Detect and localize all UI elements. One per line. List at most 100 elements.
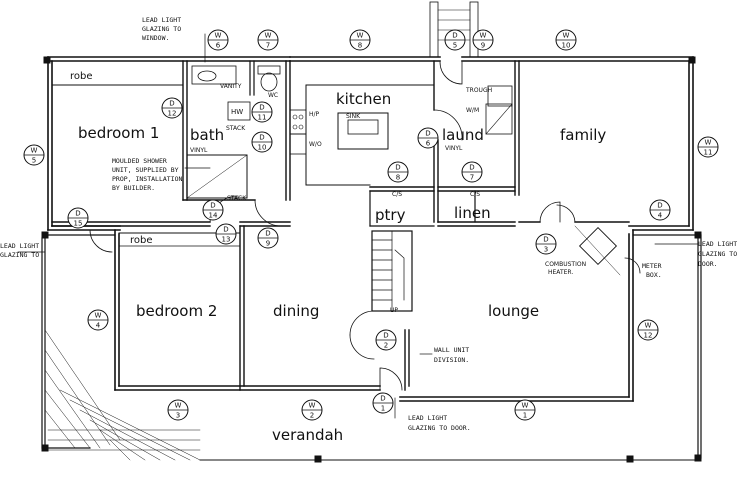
svg-text:WINDOW.: WINDOW.: [142, 34, 169, 42]
svg-text:WALL UNIT: WALL UNIT: [434, 346, 469, 354]
window-tag-w7: W7: [257, 29, 279, 51]
window-tag-number: 8: [358, 42, 362, 50]
door-tag-d15: D 15: [67, 207, 89, 229]
fixture-stack-2: STACK: [227, 195, 247, 202]
svg-text:UNIT, SUPPLIED BY: UNIT, SUPPLIED BY: [112, 166, 179, 174]
window-tag-letter: W: [215, 32, 222, 40]
window-tag-w6: W6: [207, 29, 229, 51]
svg-text:COMBUSTION: COMBUSTION: [545, 261, 586, 268]
door-tag-number: 13: [222, 236, 231, 244]
svg-text:GLAZING TO: GLAZING TO: [698, 250, 737, 258]
room-label-dining: dining: [273, 302, 319, 320]
note-lead-right: LEAD LIGHT GLAZING TO DOOR.: [698, 240, 737, 268]
window-tag-letter: W: [357, 32, 364, 40]
door-tag-number: 7: [470, 174, 474, 182]
note-lead-bottom: LEAD LIGHT GLAZING TO DOOR.: [408, 414, 471, 432]
note-lead-window: LEAD LIGHT GLAZING TO WINDOW.: [142, 16, 181, 42]
window-tag-w4: W4: [87, 309, 109, 331]
door-tag-letter: D: [395, 164, 400, 172]
window-tag-letter: W: [95, 312, 102, 320]
door-tag-letter: D: [452, 32, 457, 40]
door-tag-number: 1: [381, 405, 385, 413]
door-tag-d14: D 14: [202, 199, 224, 221]
svg-text:GLAZING TO: GLAZING TO: [0, 251, 39, 259]
room-label-ptry: ptry: [375, 206, 406, 224]
window-tag-number: 12: [644, 332, 653, 340]
svg-text:PROP, INSTALLATION: PROP, INSTALLATION: [112, 175, 183, 183]
door-tag-d13: D 13: [215, 223, 237, 245]
door-tag-letter: D: [469, 164, 474, 172]
window-tag-letter: W: [31, 147, 38, 155]
door-tag-number: 4: [658, 212, 663, 220]
door-tag-d1: D1: [372, 392, 394, 414]
window-tag-w1: W1: [514, 399, 536, 421]
door-tag-letter: D: [169, 100, 174, 108]
svg-text:LEAD LIGHT: LEAD LIGHT: [0, 242, 39, 250]
fixture-vinyl-bath: VINYL: [190, 147, 208, 154]
door-tag-letter: D: [259, 134, 264, 142]
door-tag-number: 11: [258, 114, 267, 122]
window-tag-letter: W: [265, 32, 272, 40]
svg-text:LEAD LIGHT: LEAD LIGHT: [142, 16, 181, 24]
fixture-cs-1: C/S: [392, 191, 402, 198]
svg-text:METER: METER: [642, 262, 662, 270]
door-tag-d11: D 11: [251, 101, 273, 123]
window-tag-w8: W8: [349, 29, 371, 51]
door-tag-letter: D: [380, 395, 385, 403]
door-tag-d7: D7: [461, 161, 483, 183]
room-label-bath: bath: [190, 126, 224, 144]
fixture-hw: HW: [231, 108, 243, 116]
window-tag-number: 11: [704, 149, 713, 157]
fixture-stack: STACK: [226, 125, 246, 132]
window-tag-letter: W: [645, 322, 652, 330]
note-combustion-heater: COMBUSTION HEATER.: [545, 261, 586, 276]
svg-text:DIVISION.: DIVISION.: [434, 356, 469, 364]
room-label-laund: laund: [442, 126, 484, 144]
room-label-kitchen: kitchen: [336, 90, 391, 108]
door-tag-number: 5: [453, 42, 457, 50]
door-tag-d4: D4: [649, 199, 671, 221]
door-tag-letter: D: [223, 226, 228, 234]
door-tag-letter: D: [259, 104, 264, 112]
window-tag-w3: W3: [167, 399, 189, 421]
door-tag-letter: D: [657, 202, 662, 210]
svg-text:BOX.: BOX.: [646, 271, 662, 279]
window-tag-w10: W10: [555, 29, 577, 51]
window-tag-number: 3: [176, 412, 180, 420]
svg-text:LEAD LIGHT: LEAD LIGHT: [698, 240, 737, 248]
window-tag-w9: W9: [472, 29, 494, 51]
room-label-bedroom2: bedroom 2: [136, 302, 217, 320]
door-tag-letter: D: [210, 202, 215, 210]
note-meter-box: METER BOX.: [642, 262, 662, 279]
note-wall-unit: WALL UNIT DIVISION.: [434, 346, 469, 364]
door-tag-d3: D3: [535, 233, 557, 255]
window-tag-number: 4: [96, 322, 101, 330]
fixture-vinyl-laund: VINYL: [445, 145, 463, 152]
door-tag-number: 10: [258, 144, 267, 152]
window-tag-w5: W5: [23, 144, 45, 166]
window-tag-number: 7: [266, 42, 270, 50]
window-tag-number: 2: [310, 412, 314, 420]
room-label-robe1: robe: [70, 71, 93, 82]
door-tag-d2: D2: [375, 329, 397, 351]
fixture-wo: W/O: [309, 141, 322, 148]
door-tag-number: 2: [384, 342, 388, 350]
svg-text:LEAD LIGHT: LEAD LIGHT: [408, 414, 447, 422]
door-tag-letter: D: [265, 230, 270, 238]
door-tag-letter: D: [543, 236, 548, 244]
window-tag-number: 10: [562, 42, 571, 50]
fixture-up: UP: [390, 307, 398, 314]
door-tag-number: 14: [209, 212, 218, 220]
door-tag-letter: D: [383, 332, 388, 340]
door-tag-letter: D: [75, 210, 80, 218]
door-tag-d10: D 10: [251, 131, 273, 153]
room-label-lounge: lounge: [488, 302, 539, 320]
window-tag-number: 5: [32, 157, 36, 165]
window-tag-w11: W11: [697, 136, 719, 158]
door-tag-number: 15: [74, 220, 83, 228]
door-tag-number: 12: [168, 110, 177, 118]
door-tag-d12: D 12: [161, 97, 183, 119]
door-tag-d6: D6: [417, 127, 439, 149]
